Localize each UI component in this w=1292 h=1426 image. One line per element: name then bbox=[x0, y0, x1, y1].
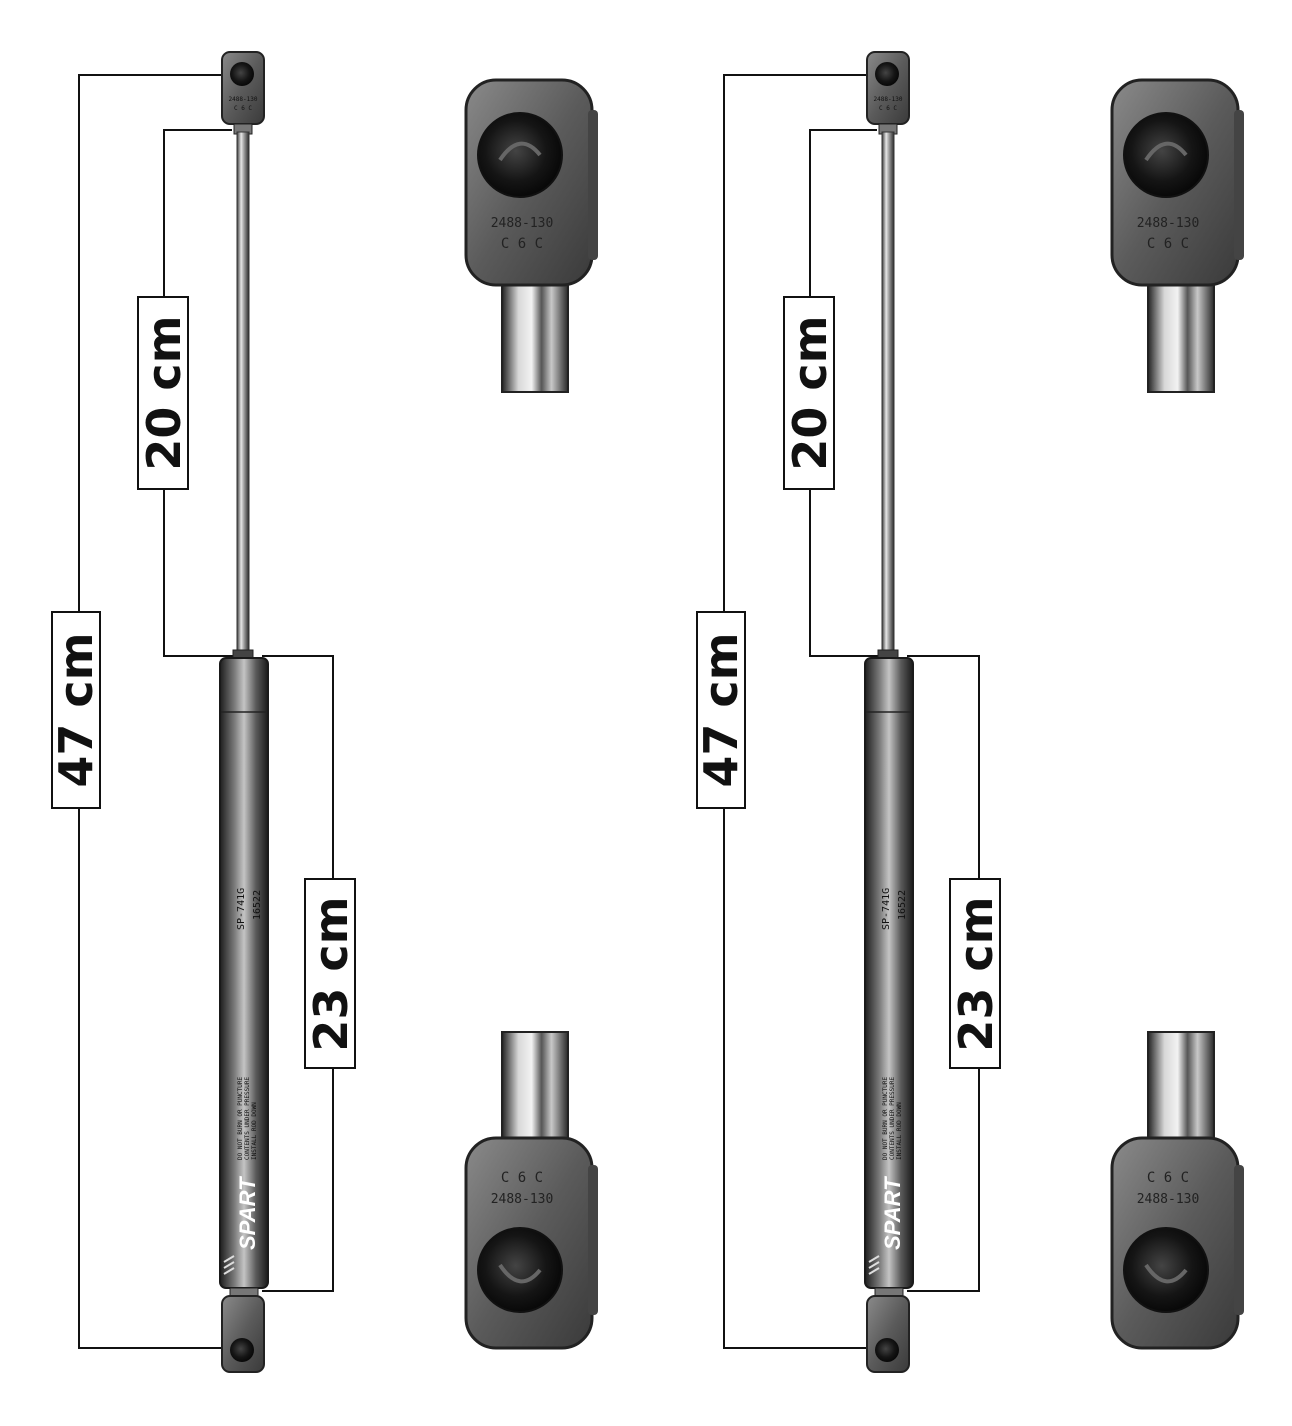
bottom-end-fitting bbox=[221, 1287, 265, 1373]
detail-fitting-code: 2488-130 bbox=[491, 216, 554, 231]
bottom-end-fitting bbox=[866, 1287, 910, 1373]
detail-fitting-mark: C 6 C bbox=[501, 236, 543, 252]
detail-fitting-mark: C 6 C bbox=[1147, 1170, 1189, 1186]
dimension-lines-1 bbox=[78, 74, 334, 1349]
total-length-label: 47 cm bbox=[49, 611, 103, 809]
detail-fitting-mark: C 6 C bbox=[501, 1170, 543, 1186]
brand-logo: SPART bbox=[880, 1176, 905, 1250]
detail-top-fitting-2: 2488-130 C 6 C bbox=[1110, 78, 1244, 393]
body-print-line-1: DO NOT BURN OR PUNCTURE bbox=[882, 1077, 889, 1160]
total-length-label: 47 cm bbox=[694, 611, 748, 809]
detail-fitting-code: 2488-130 bbox=[491, 1192, 554, 1207]
part-code: SP-741G bbox=[236, 888, 247, 930]
body-print-line-2: CONTENTS UNDER PRESSURE bbox=[244, 1077, 251, 1160]
cylinder-body: SPART DO NOT BURN OR PUNCTURE CONTENTS U… bbox=[219, 649, 269, 1289]
detail-fitting-mark: C 6 C bbox=[1147, 236, 1189, 252]
detail-bottom-fitting-2: C 6 C 2488-130 bbox=[1110, 1031, 1244, 1350]
detail-top-fitting-1: 2488-130 C 6 C bbox=[464, 78, 598, 393]
detail-bottom-fitting-1: C 6 C 2488-130 bbox=[464, 1031, 598, 1350]
rod-length-label: 20 cm bbox=[137, 296, 191, 490]
body-length-label: 23 cm bbox=[949, 878, 1003, 1069]
serial-number: 16522 bbox=[252, 890, 263, 920]
svg-text:47 cm: 47 cm bbox=[694, 632, 748, 787]
brand-logo: SPART bbox=[235, 1176, 260, 1250]
fitting-mark-small: C 6 C bbox=[234, 105, 252, 112]
piston-rod bbox=[881, 131, 895, 655]
svg-text:20 cm: 20 cm bbox=[137, 315, 191, 470]
body-print-line-3: INSTALL ROD DOWN bbox=[896, 1102, 903, 1160]
fitting-code-small: 2488-130 bbox=[874, 96, 903, 103]
top-end-fitting: 2488-130 C 6 C bbox=[866, 51, 910, 135]
part-code: SP-741G bbox=[881, 888, 892, 930]
body-length-label: 23 cm bbox=[304, 878, 358, 1069]
dimension-lines-2 bbox=[723, 74, 980, 1349]
rod-length-label: 20 cm bbox=[783, 296, 837, 490]
strut-1: 2488-130 C 6 C SPART DO NOT BURN OR PUNC… bbox=[49, 51, 358, 1373]
piston-rod bbox=[236, 131, 250, 655]
svg-text:23 cm: 23 cm bbox=[304, 896, 358, 1051]
top-end-fitting: 2488-130 C 6 C bbox=[221, 51, 265, 135]
detail-fitting-code: 2488-130 bbox=[1137, 216, 1200, 231]
fitting-code-small: 2488-130 bbox=[229, 96, 258, 103]
serial-number: 16522 bbox=[897, 890, 908, 920]
body-print-line-1: DO NOT BURN OR PUNCTURE bbox=[237, 1077, 244, 1160]
fitting-mark-small: C 6 C bbox=[879, 105, 897, 112]
svg-text:23 cm: 23 cm bbox=[949, 896, 1003, 1051]
svg-text:20 cm: 20 cm bbox=[783, 315, 837, 470]
detail-fitting-code: 2488-130 bbox=[1137, 1192, 1200, 1207]
body-print-line-2: CONTENTS UNDER PRESSURE bbox=[889, 1077, 896, 1160]
body-print-line-3: INSTALL ROD DOWN bbox=[251, 1102, 258, 1160]
strut-2: 2488-130 C 6 C SPART DO NOT BURN OR PUNC… bbox=[694, 51, 1003, 1373]
svg-text:47 cm: 47 cm bbox=[49, 632, 103, 787]
cylinder-body: SPART DO NOT BURN OR PUNCTURE CONTENTS U… bbox=[864, 649, 914, 1289]
